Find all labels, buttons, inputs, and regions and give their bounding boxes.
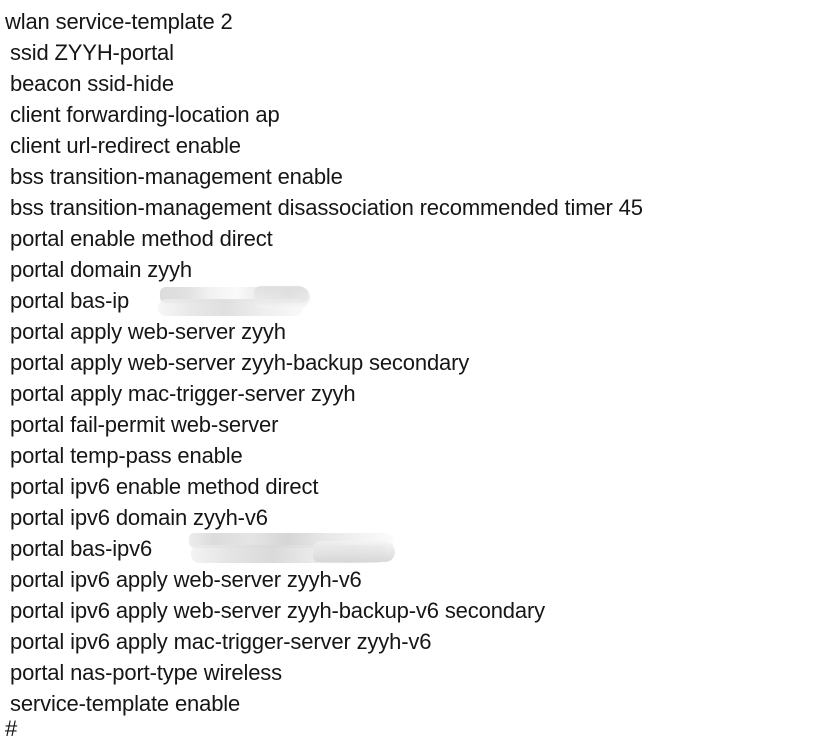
redaction-stroke-accent: [254, 286, 310, 308]
config-line-18: portal bas-ipv6: [10, 536, 153, 561]
config-line-16: portal ipv6 enable method direct: [10, 474, 319, 499]
config-line-6: bss transition-management enable: [10, 164, 343, 189]
config-line-19: portal ipv6 apply web-server zyyh-v6: [10, 567, 362, 592]
config-line-22: portal nas-port-type wireless: [10, 660, 282, 685]
config-line-15: portal temp-pass enable: [10, 443, 243, 468]
config-line-24: #: [5, 716, 18, 741]
redaction-stroke-accent: [313, 541, 395, 562]
config-line-8: portal enable method direct: [10, 226, 273, 251]
config-line-3: beacon ssid-hide: [10, 71, 174, 96]
redaction-smear-bas-ip: [158, 285, 310, 317]
redaction-stroke-upper: [160, 287, 308, 303]
config-line-9: portal domain zyyh: [10, 257, 192, 282]
config-line-21: portal ipv6 apply mac-trigger-server zyy…: [10, 629, 432, 654]
redaction-stroke-lower: [158, 299, 304, 316]
config-line-23: service-template enable: [10, 691, 241, 716]
config-line-7: bss transition-management disassociation…: [10, 195, 643, 220]
config-line-14: portal fail-permit web-server: [10, 412, 279, 437]
config-line-10: portal bas-ip: [10, 288, 130, 313]
config-line-4: client forwarding-location ap: [10, 102, 280, 127]
redaction-stroke-upper: [189, 533, 394, 548]
config-line-17: portal ipv6 domain zyyh-v6: [10, 505, 268, 530]
config-line-12: portal apply web-server zyyh-backup seco…: [10, 350, 470, 375]
config-line-13: portal apply mac-trigger-server zyyh: [10, 381, 356, 406]
config-line-5: client url-redirect enable: [10, 133, 241, 158]
config-line-2: ssid ZYYH-portal: [10, 40, 174, 65]
config-line-20: portal ipv6 apply web-server zyyh-backup…: [10, 598, 545, 623]
redaction-stroke-lower: [191, 545, 387, 563]
config-line-11: portal apply web-server zyyh: [10, 319, 286, 344]
config-line-1: wlan service-template 2: [5, 9, 233, 34]
redaction-smear-bas-ipv6: [189, 533, 396, 564]
